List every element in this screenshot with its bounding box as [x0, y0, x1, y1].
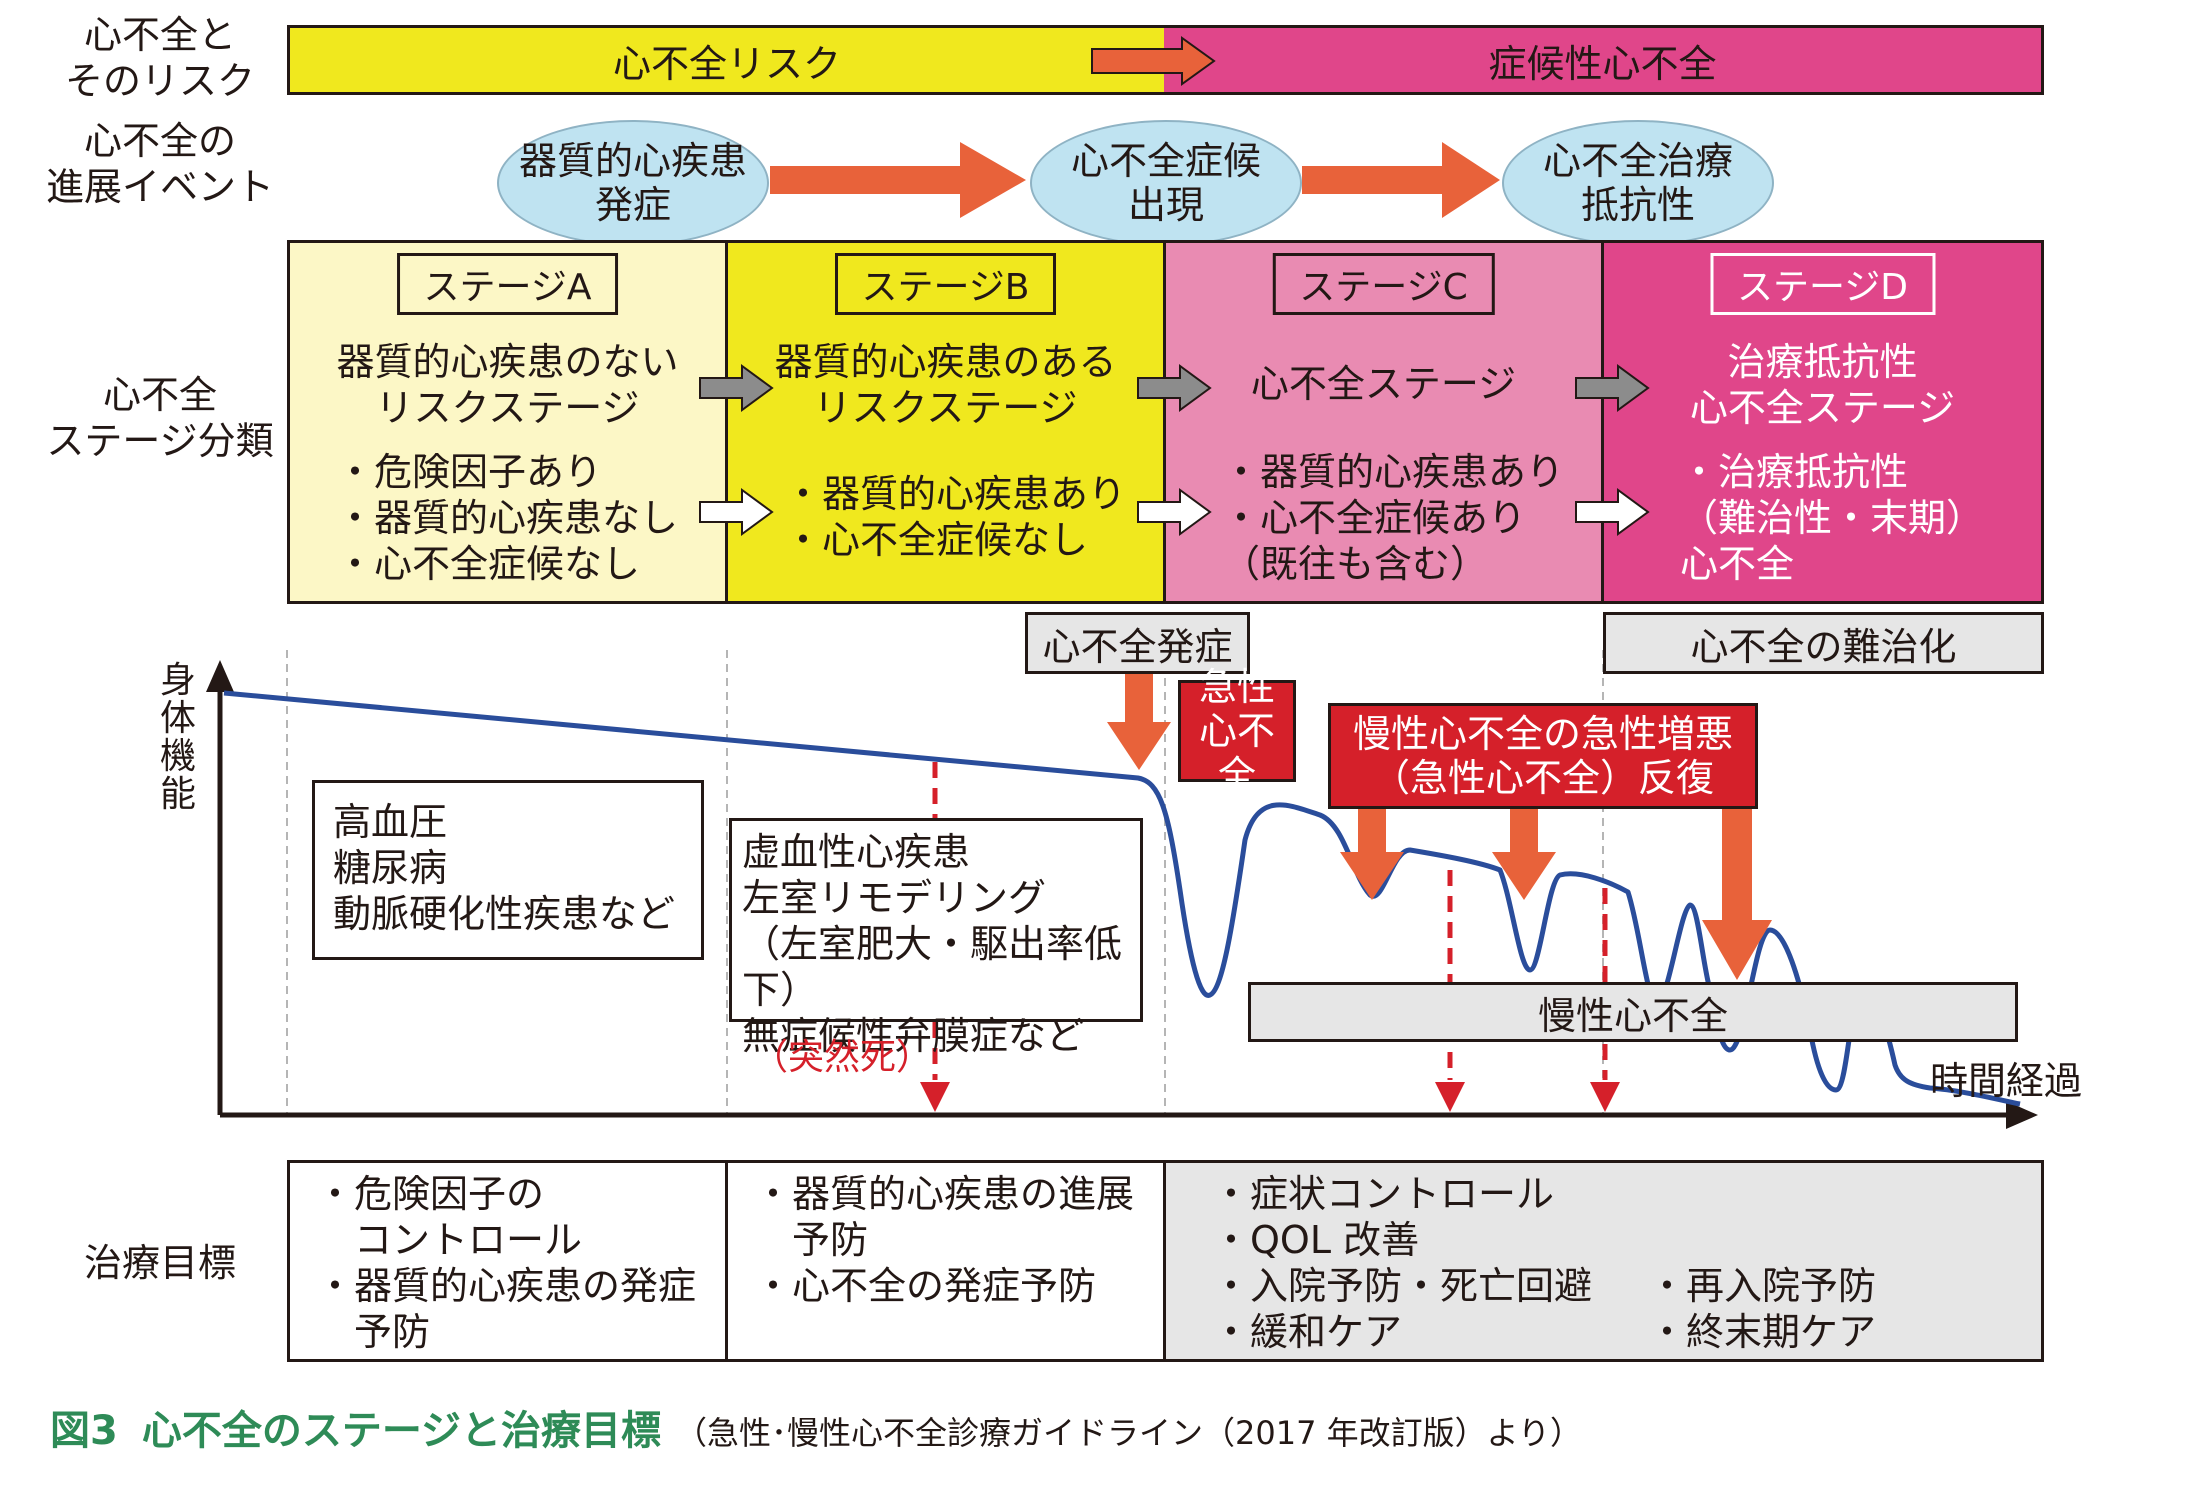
- risk-row-label: 心不全と そのリスク: [64, 13, 255, 103]
- x-axis-arrow-icon: [2006, 1101, 2038, 1129]
- goal-stage-cd-right: ・再入院予防 ・終末期ケア: [1648, 1264, 1877, 1354]
- risk-band-right: 症候性心不全: [1164, 25, 2044, 95]
- stages-row-label: 心不全 ステージ分類: [46, 373, 274, 463]
- figure-number: 図3: [50, 1408, 118, 1454]
- figure-caption: 図3 心不全のステージと治療目標 （急性･慢性心不全診療ガイドライン（2017 年改…: [50, 1398, 1582, 1456]
- x-axis-label: 時間経過: [1930, 1059, 2083, 1103]
- goal-stage-a: ・危険因子の コントロール ・器質的心疾患の発症 予防: [287, 1160, 728, 1362]
- stage-d-name: 治療抵抗性 心不全ステージ: [1689, 340, 1956, 430]
- risk-band-left-label: 心不全リスク: [612, 41, 841, 86]
- exacerbation-label: 慢性心不全の急性増悪 （急性心不全）反復: [1328, 703, 1758, 809]
- stage-b-name: 器質的心疾患のある リスクステージ: [774, 340, 1117, 430]
- death-arrowhead-icon: [920, 1082, 950, 1112]
- stage-a-panel: ステージA 器質的心疾患のない リスクステージ ・危険因子あり ・器質的心疾患な…: [287, 240, 728, 604]
- y-axis-label: 身体機能: [159, 660, 196, 815]
- stage-b-title: ステージB: [834, 253, 1057, 315]
- stage-a-title: ステージA: [396, 253, 619, 315]
- stage-b-items: ・器質的心疾患あり ・心不全症候なし: [784, 472, 1127, 562]
- death-arrowhead-icon: [1590, 1082, 1620, 1112]
- event-heart-failure-symptoms: 心不全症候 出現: [1030, 120, 1302, 246]
- chronic-heart-failure-label: 慢性心不全: [1248, 982, 2018, 1042]
- refractory-label-text: 心不全の難治化: [1690, 624, 1957, 669]
- stage-c-panel: ステージC 心不全ステージ ・器質的心疾患あり ・心不全症候あり （既往も含む）: [1163, 240, 1604, 604]
- death-arrowhead-icon: [1435, 1082, 1465, 1112]
- onset-label-text: 心不全発症: [1042, 624, 1233, 669]
- exacerbation-arrow-3-icon: [1702, 808, 1772, 980]
- events-row-label: 心不全の 進展イベント: [45, 119, 274, 209]
- stage-d-panel: ステージD 治療抵抗性 心不全ステージ ・治療抵抗性 （難治性・末期） 心不全: [1601, 240, 2044, 604]
- acute-heart-failure-label: 急性 心不全: [1178, 665, 1296, 797]
- stage-b-conditions-box: 虚血性心疾患 左室リモデリング （左室肥大・駆出率低下） 無症候性弁膜症など: [729, 818, 1143, 1058]
- stage-c-title: ステージC: [1272, 253, 1495, 315]
- stage-d-title: ステージD: [1709, 253, 1936, 315]
- gray-arrow-icon: [699, 364, 1650, 412]
- onset-label: 心不全発症: [1025, 612, 1250, 674]
- stage-arrows: [699, 364, 1650, 536]
- chronic-heart-failure-text: 慢性心不全: [1537, 993, 1728, 1038]
- risk-band-left: 心不全リスク: [287, 25, 1167, 95]
- figure-source: （急性･慢性心不全診療ガイドライン（2017 年改訂版）より）: [675, 1414, 1583, 1452]
- sudden-death-label: （突然死）: [752, 1037, 933, 1078]
- white-arrow-icon: [699, 488, 1650, 536]
- stage-d-items: ・治療抵抗性 （難治性・末期） 心不全: [1680, 450, 1985, 586]
- stage-b-panel: ステージB 器質的心疾患のある リスクステージ ・器質的心疾患あり ・心不全症候…: [725, 240, 1166, 604]
- goal-stage-b: ・器質的心疾患の進展 予防 ・心不全の発症予防: [725, 1160, 1166, 1362]
- physical-function-curve: [223, 690, 2021, 1107]
- stage-a-name: 器質的心疾患のない リスクステージ: [336, 340, 679, 430]
- goals-row-label: 治療目標: [83, 1241, 236, 1285]
- exacerbation-arrow-2-icon: [1492, 808, 1556, 900]
- onset-down-arrow-icon: [1107, 674, 1171, 770]
- risk-transition-arrow-icon: [1091, 36, 1216, 86]
- stage-a-conditions-box: 高血圧 糖尿病 動脈硬化性疾患など: [312, 780, 704, 960]
- exacerbation-arrow-1-icon: [1340, 808, 1404, 900]
- figure-title: 心不全のステージと治療目標: [141, 1408, 662, 1454]
- risk-band-right-label: 症候性心不全: [1488, 41, 1717, 86]
- event-arrow-1-icon: [770, 142, 1026, 218]
- goal-stage-cd-left: ・症状コントロール ・QOL 改善 ・入院予防・死亡回避 ・緩和ケア: [1212, 1172, 1593, 1354]
- refractory-label: 心不全の難治化: [1603, 612, 2044, 674]
- stage-c-items: ・器質的心疾患あり ・心不全症候あり （既往も含む）: [1222, 450, 1565, 586]
- stage-a-items: ・危険因子あり ・器質的心疾患なし ・心不全症候なし: [336, 450, 679, 586]
- graph-axes: [217, 682, 2010, 1118]
- event-treatment-resistance: 心不全治療 抵抗性: [1502, 120, 1774, 246]
- event-arrow-2-icon: [1302, 142, 1500, 218]
- goal-stage-cd: ・症状コントロール ・QOL 改善 ・入院予防・死亡回避 ・緩和ケア ・再入院予…: [1163, 1160, 2044, 1362]
- y-axis-arrow-icon: [206, 660, 234, 692]
- stage-c-name: 心不全ステージ: [1250, 362, 1517, 406]
- physical-function-graph: [206, 650, 2038, 1129]
